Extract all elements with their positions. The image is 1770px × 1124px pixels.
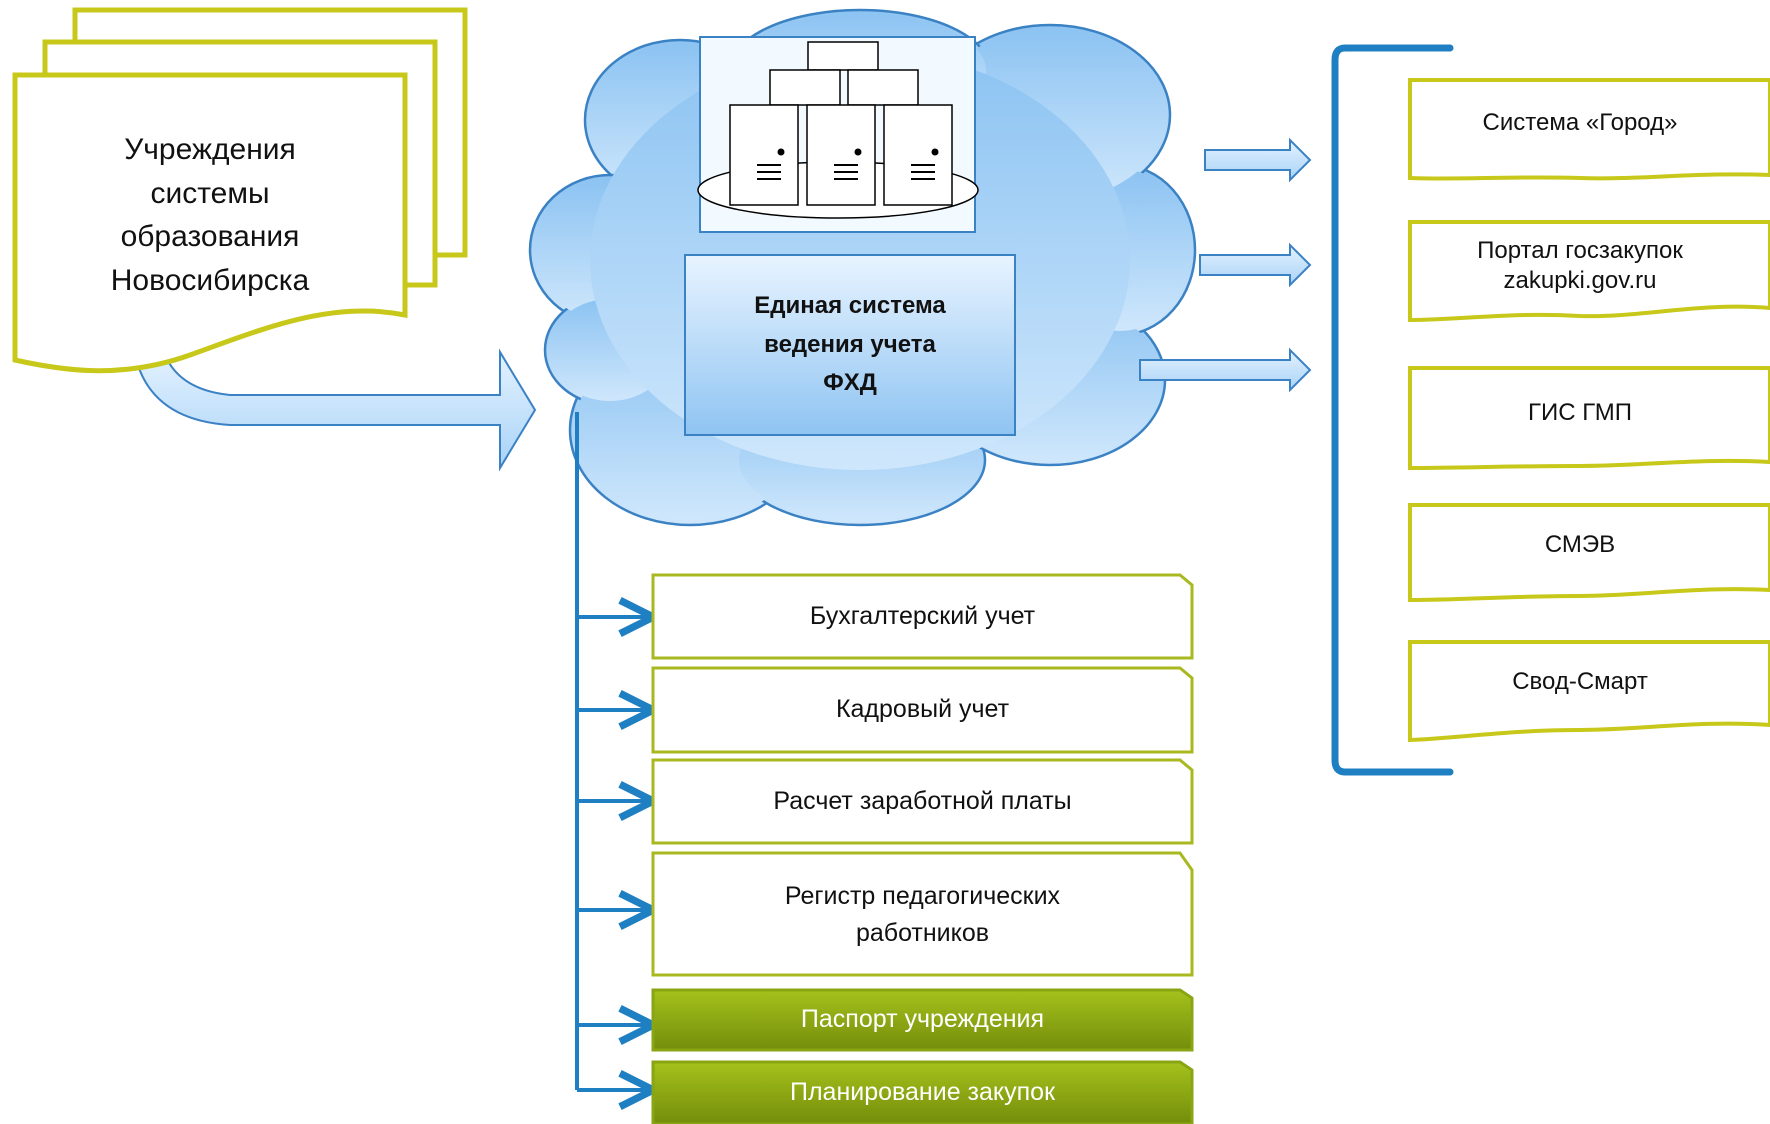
module-label-line: работников <box>855 919 990 947</box>
module-label-line: Регистр педагогических <box>784 881 1061 910</box>
output-label-line: ГИС ГМП <box>1528 399 1632 426</box>
source-label: Учреждения системы образования Новосибир… <box>20 110 400 320</box>
source-label-line: образования <box>120 220 300 253</box>
module-label-line: Паспорт учреждения <box>800 1005 1045 1034</box>
source-label-line: Новосибирска <box>110 263 310 297</box>
module-label-institution-passport: Паспорт учреждения <box>653 990 1192 1050</box>
module-label-line: Планирование закупок <box>789 1078 1056 1107</box>
core-label-line: ФХД <box>823 369 877 397</box>
output-label-smev: СМЭВ <box>1410 510 1750 580</box>
source-label-line: Учреждения <box>124 133 296 166</box>
output-label-zakupki: Портал госзакупок zakupki.gov.ru <box>1410 224 1750 308</box>
module-label-accounting: Бухгалтерский учет <box>653 575 1192 658</box>
module-label-line: Бухгалтерский учет <box>809 601 1036 630</box>
output-label-gis-gmp: ГИС ГМП <box>1410 378 1750 448</box>
module-label-hr: Кадровый учет <box>653 668 1192 752</box>
core-system-label: Единая система ведения учета ФХД <box>685 255 1015 435</box>
input-arrow <box>133 348 537 472</box>
output-arrows <box>1139 137 1312 393</box>
output-label-line: СМЭВ <box>1544 531 1616 558</box>
module-label-teachers-register: Регистр педагогических работников <box>653 855 1192 975</box>
output-shapes <box>1408 78 1770 743</box>
document-sheet-front <box>12 72 408 374</box>
output-label-line: Свод-Смарт <box>1512 668 1648 695</box>
module-label-procurement-planning: Планирование закупок <box>653 1062 1192 1124</box>
module-label-line: Расчет заработной платы <box>773 786 1072 815</box>
output-label-line: zakupki.gov.ru <box>1503 267 1657 294</box>
module-branch-arrows <box>577 617 650 1090</box>
output-label-line: Портал госзакупок <box>1477 237 1683 264</box>
module-label-payroll: Расчет заработной платы <box>653 760 1192 843</box>
source-label-line: системы <box>150 176 270 210</box>
core-label-line: Единая система <box>754 292 946 320</box>
outputs-bracket <box>1331 44 1454 776</box>
output-label-gorod: Система «Город» <box>1410 88 1750 158</box>
core-label-line: ведения учета <box>764 330 936 358</box>
module-boxes <box>651 573 1194 1124</box>
module-label-line: Кадровый учет <box>835 695 1010 724</box>
server-cluster-icon <box>697 36 979 233</box>
output-label-svod-smart: Свод-Смарт <box>1410 647 1750 717</box>
core-system-box <box>684 254 1016 436</box>
output-label-line: Система «Город» <box>1482 109 1678 136</box>
